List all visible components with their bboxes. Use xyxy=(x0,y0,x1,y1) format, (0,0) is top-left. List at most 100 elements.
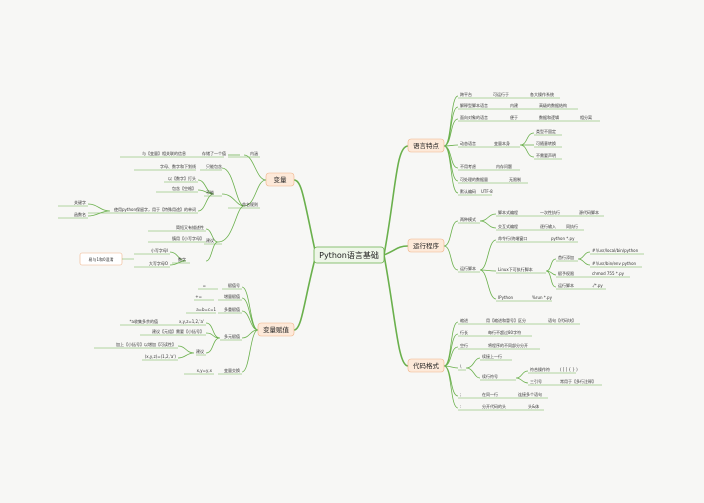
node-variables[interactable] xyxy=(265,172,295,187)
node-assign-label: 变量赋值 xyxy=(263,325,290,334)
branch-assign-link xyxy=(293,254,317,331)
feat-type-unfixed: 类型不固定 xyxy=(536,128,556,134)
asg-simple: 赋值号 xyxy=(228,282,240,288)
feat-utf8: UTF-8 xyxy=(481,189,493,194)
fmt-same-line: 在同一行 xyxy=(482,391,498,397)
var-cannot: 不能 xyxy=(206,189,214,195)
branch-features-link xyxy=(383,145,409,256)
run-once-exec: 一次性执行 xyxy=(540,209,560,215)
fmt-backslash: \ xyxy=(460,364,462,369)
feat-any-assign: 可随意转换 xyxy=(536,140,556,146)
var-keywords: 关键字 xyxy=(74,199,86,205)
node-variables-label: 变量 xyxy=(274,175,288,184)
fmt-max79: 每行不超过80字符 xyxy=(488,329,521,335)
feat-unlimited: 无限制 xyxy=(509,176,521,182)
feat-interpreted: 解释型脚本语言 xyxy=(460,102,488,108)
node-assign[interactable] xyxy=(257,322,295,337)
run-ipython: IPython xyxy=(498,295,514,300)
node-running-label: 运行程序 xyxy=(413,241,440,250)
fmt-blank: 空行 xyxy=(460,342,468,348)
feat-oop: 面向对象的语言 xyxy=(460,114,488,120)
fmt-no-need: 符合操作符 xyxy=(530,366,550,372)
asg-aug: 增量赋值 xyxy=(224,293,240,299)
fmt-colon: : xyxy=(460,404,461,409)
branch-format-link xyxy=(383,254,409,367)
run-first-line-add: 首行添加 xyxy=(558,254,574,260)
fmt-semicolon: ; xyxy=(460,392,461,397)
var-store-value: 存储了一个值 xyxy=(202,150,226,156)
var-upper-l: 小写字母l xyxy=(151,247,168,253)
feat-no-concern: 不用考虑 xyxy=(460,163,476,169)
feat-var-itself: 变量本身 xyxy=(494,140,510,146)
asg-unpack-desc: *a收集多余的值 xyxy=(130,318,158,324)
asg-eq: = xyxy=(203,283,206,288)
run-python-py: python *.py xyxy=(551,236,575,241)
run-env-path1: #!/usr/local/bin/python xyxy=(592,248,639,253)
fmt-triple-quote: 三引号 xyxy=(530,378,542,384)
node-features[interactable] xyxy=(407,138,445,153)
var-desc-bind: 与【变量】相关联的信息 xyxy=(142,150,186,156)
feat-memory: 内存问题 xyxy=(496,163,512,169)
asg-multi-ex: a=b=c=1 xyxy=(196,307,216,312)
fmt-brackets: ( [ ] { } ) xyxy=(560,367,578,372)
fmt-indent: 缩进 xyxy=(460,317,468,323)
branch-variables-link xyxy=(293,179,317,256)
asg-multi: 多重赋值 xyxy=(224,306,240,312)
node-features-label: 语言特点 xyxy=(413,141,440,150)
run-two-modes: 两种模式 xyxy=(460,216,476,222)
asg-paren-ex: (x,y,z)=(1,2,'a') xyxy=(145,354,177,359)
var-contain-space: 包含【空格】 xyxy=(172,185,196,191)
fmt-use: 用【缩进和冒号】区分 xyxy=(486,317,526,323)
var-confuse: 易与1和0混淆 xyxy=(88,256,113,262)
running-links xyxy=(443,213,591,300)
feat-separate: 相分离 xyxy=(580,114,592,120)
feat-data-logic: 数据和逻辑 xyxy=(539,114,559,120)
features-links xyxy=(443,95,535,194)
asg-suggest: 建议 xyxy=(196,348,204,354)
asg-tuple-pack: 建议【元组】需要【小括号】 xyxy=(152,328,204,334)
feat-advanced-ds: 高级的数据结构 xyxy=(539,102,567,108)
var-suggest: 建议 xyxy=(206,237,214,243)
node-running[interactable] xyxy=(407,238,445,253)
var-only-contains: 只能包含 xyxy=(206,163,222,169)
root-node[interactable] xyxy=(313,246,385,264)
assign-links xyxy=(177,286,259,373)
feat-runs-everywhere: 可运行于 xyxy=(493,91,509,97)
variables-links xyxy=(87,154,267,266)
var-content: 内涵 xyxy=(250,150,258,156)
run-interactive: 交互式编程 xyxy=(498,223,518,229)
root-label: Python语言基础 xyxy=(319,250,379,260)
asg-swap-ex: x,y=y,x xyxy=(197,368,213,373)
variables-underlines xyxy=(58,156,260,268)
var-naming: 命名规则 xyxy=(242,201,258,207)
feat-builtin: 内建 xyxy=(510,102,518,108)
run-chmod: chmod 755 *.py xyxy=(592,271,625,276)
fmt-blank-desc: 将程序的不同部分分开 xyxy=(488,342,528,348)
feat-default-enc: 默认编码 xyxy=(460,188,476,194)
fmt-blocks: 语句【代码块】 xyxy=(548,317,576,323)
fmt-split-head: 分开代码的头 xyxy=(482,403,506,409)
run-run-it: 运行脚本 xyxy=(558,282,574,288)
run-grant-perm: 赋予权限 xyxy=(558,270,574,276)
run-line-exec: 同执行 xyxy=(566,223,578,229)
run-env-path2: #!/usr/bin/env python xyxy=(592,261,637,266)
var-letters: 字母、数字和下划线 xyxy=(160,163,196,169)
fmt-header: 头&体 xyxy=(528,403,539,409)
asg-paren-add: 加上【小括号】以增加【可读性】 xyxy=(116,341,176,347)
run-dot-py: ./*.py xyxy=(592,283,603,288)
features-underlines xyxy=(458,97,600,196)
run-linux-exec: Linux下可执行脚本 xyxy=(498,266,533,272)
format-links xyxy=(443,321,529,409)
run-script-mode: 脚本式编程 xyxy=(498,209,518,215)
var-lower-l: 慎用【小写字母】 xyxy=(172,235,204,241)
node-format[interactable] xyxy=(407,358,445,373)
format-underlines xyxy=(458,323,602,411)
feat-convenient: 便于 xyxy=(510,114,518,120)
feat-cross-platform: 跨平台 xyxy=(460,91,472,97)
fmt-continue-prev: 续接上一行 xyxy=(482,353,502,359)
feat-all-os: 各大操作系统 xyxy=(530,91,554,97)
asg-aug-op: += xyxy=(195,294,202,299)
running-underlines xyxy=(458,215,644,302)
run-cmd-window: 命令行/终端窗口 xyxy=(498,235,527,241)
